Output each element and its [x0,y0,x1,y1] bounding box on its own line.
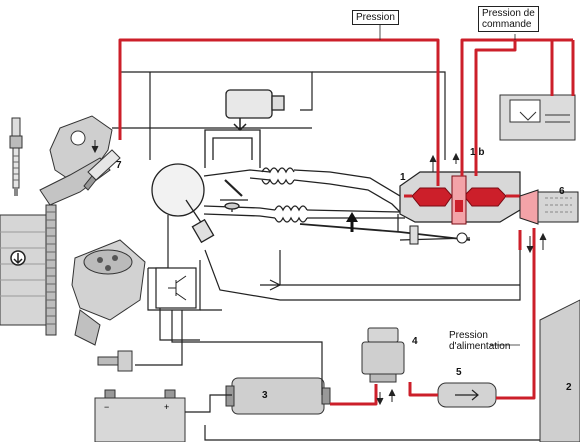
number-7: 7 [116,160,122,171]
fuel-pump-3 [225,377,331,415]
number-6: 6 [559,186,565,197]
injector-7 [83,149,121,191]
control-unit [499,94,576,141]
control-lever [299,212,471,245]
spark-plug [9,117,23,196]
label-pression-commande-line1: Pression de [482,8,535,19]
air-intake [151,89,411,244]
number-4: 4 [412,336,418,347]
label-pression-text: Pression [356,12,395,23]
fuel-lines [118,38,575,406]
ignition-key-icon [97,350,133,372]
battery: − + [94,389,186,442]
fuel-tank [539,299,580,442]
warmup-regulator-6 [519,189,579,225]
flow-arrows [91,140,547,406]
fuel-distributor-1 [397,171,521,232]
distributor [71,239,146,346]
svg-text:+: + [164,402,169,412]
label-pression-alimentation-line2: d'alimentation [449,341,511,352]
label-pression-alimentation: Pression d'alimentation [446,329,513,353]
number-2: 2 [566,382,572,393]
accumulator-4 [361,327,405,383]
engine-block [0,204,57,336]
number-1: 1 [400,172,406,183]
fuel-filter-5 [437,382,497,408]
label-pression-alimentation-line1: Pression [449,330,488,341]
label-pression-commande: Pression de commande [478,6,539,32]
number-3: 3 [262,390,268,401]
label-pression-commande-line2: commande [482,19,532,30]
relay-box [155,267,197,309]
number-5: 5 [456,367,462,378]
label-pression: Pression [352,10,399,25]
arrow-up-icon [346,212,358,222]
svg-text:−: − [104,402,109,412]
number-1b: 1 b [470,147,485,158]
